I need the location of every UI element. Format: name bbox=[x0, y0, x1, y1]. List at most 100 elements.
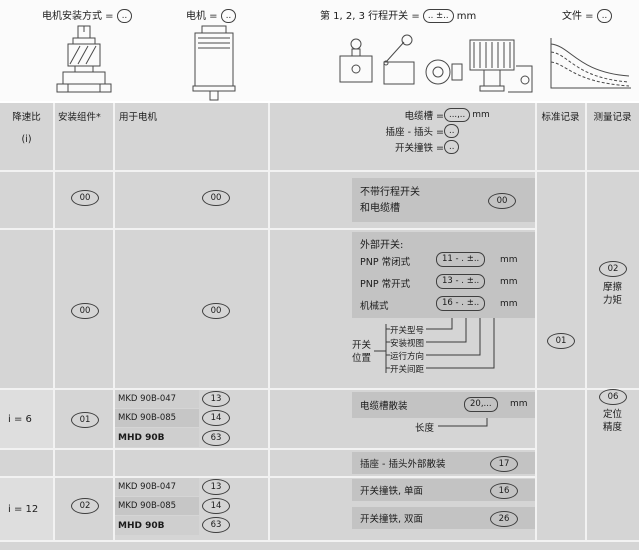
motor-name: MKD 90B-047 bbox=[118, 394, 177, 404]
no-switch-code: 00 bbox=[488, 193, 516, 209]
socket-bulk-box: 插座 - 插头外部散装 17 bbox=[352, 452, 535, 474]
striker-double-code: 26 bbox=[490, 511, 518, 527]
grid-line bbox=[0, 170, 639, 172]
ratio-i6-label: i = 6 bbox=[8, 413, 32, 425]
grid-line bbox=[0, 448, 535, 450]
ratio-column-header: 降速比 bbox=[12, 112, 41, 123]
motor-cell-i6-2: MKD 90B-085 bbox=[115, 409, 199, 427]
motor-code-i6-3: 63 bbox=[202, 430, 230, 446]
motor-cell-i12-2: MKD 90B-085 bbox=[115, 497, 199, 515]
motor-name: MKD 90B-085 bbox=[118, 501, 177, 511]
motor-name: MKD 90B-047 bbox=[118, 482, 177, 492]
external-switch-title: 外部开关: bbox=[360, 240, 404, 251]
socket-plug-value: .. bbox=[444, 124, 460, 138]
travel-switch-label: 第 1, 2, 3 行程开关 = bbox=[320, 11, 420, 22]
pnp-no-value: 13 - . ±.. bbox=[436, 274, 486, 289]
grid-line bbox=[0, 476, 535, 478]
positioning-accuracy-code: 06 bbox=[599, 389, 627, 405]
cable-bulk-unit: mm bbox=[510, 399, 528, 409]
positioning-accuracy-line2: 精度 bbox=[602, 422, 622, 433]
top-band bbox=[0, 0, 639, 103]
mechanical-unit: mm bbox=[500, 299, 518, 309]
mount-type-label: 电机安装方式 = bbox=[42, 11, 114, 22]
ratio-column-header-sub: (i) bbox=[21, 134, 32, 145]
cable-duct-label: 电缆槽 = bbox=[404, 111, 444, 122]
motor-name: MHD 90B bbox=[118, 520, 165, 531]
grid-line bbox=[268, 103, 270, 540]
socket-plug-header-row: 插座 - 插头 = .. bbox=[352, 123, 535, 139]
grid-line bbox=[0, 388, 639, 390]
external-switch-box: 外部开关: PNP 常闭式 11 - . ±.. mm PNP 常开式 13 -… bbox=[352, 232, 535, 318]
motor-label: 电机 = bbox=[186, 11, 218, 22]
motor-code-no-switch: 00 bbox=[202, 190, 230, 206]
striker-single-code: 16 bbox=[490, 483, 518, 499]
motor-drawing bbox=[192, 25, 236, 101]
assembly-code-i12: 02 bbox=[71, 498, 99, 514]
position-item-model: 开关型号 bbox=[390, 326, 425, 336]
no-switch-box: 不带行程开关 和电缆槽 00 bbox=[352, 178, 535, 222]
position-item-view: 安装视图 bbox=[390, 339, 425, 349]
grid-line bbox=[585, 103, 587, 540]
switch-position-line1: 开关 bbox=[352, 340, 372, 351]
pnp-nc-label: PNP 常闭式 bbox=[360, 257, 411, 268]
pnp-nc-value: 11 - . ±.. bbox=[436, 252, 486, 267]
friction-torque-line1: 摩擦 bbox=[602, 282, 622, 293]
motor-code-i6-1: 13 bbox=[202, 391, 230, 407]
motor-cell-i6-3: MHD 90B bbox=[115, 428, 199, 447]
striker-value: .. bbox=[444, 140, 460, 154]
cable-bulk-value: 20,... bbox=[464, 397, 498, 412]
socket-bulk-label: 插座 - 插头外部散装 bbox=[360, 459, 446, 470]
standard-record-code: 01 bbox=[547, 333, 575, 349]
document-chart-drawing bbox=[550, 38, 631, 89]
mechanical-value: 16 - . ±.. bbox=[436, 296, 486, 311]
motor-code-i6-2: 14 bbox=[202, 410, 230, 426]
assembly-code-no-switch: 00 bbox=[71, 190, 99, 206]
socket-plug-label: 插座 - 插头 = bbox=[385, 127, 444, 138]
mount-flange-drawing bbox=[56, 25, 112, 93]
motor-column-header: 用于电机 bbox=[119, 112, 158, 123]
pnp-no-unit: mm bbox=[500, 277, 518, 287]
cable-bulk-label: 电缆槽散装 bbox=[360, 401, 408, 412]
standard-record-header: 标准记录 bbox=[541, 112, 580, 123]
travel-switch-unit: mm bbox=[456, 11, 477, 22]
switch-position-line2: 位置 bbox=[352, 353, 372, 364]
ratio-cell-i12: i = 12 bbox=[0, 478, 53, 540]
grid-line bbox=[0, 540, 639, 542]
cable-duct-header-row: 电缆槽 = ...,.. mm bbox=[352, 107, 535, 123]
friction-torque-code: 02 bbox=[599, 261, 627, 277]
motor-name: MKD 90B-085 bbox=[118, 413, 177, 423]
striker-double-label: 开关撞铁, 双面 bbox=[360, 514, 424, 525]
travel-switch-value: .. ±.. bbox=[422, 9, 454, 23]
socket-bulk-code: 17 bbox=[490, 456, 518, 472]
mount-type-header: 电机安装方式 = .. bbox=[42, 7, 133, 23]
motor-value: .. bbox=[220, 9, 237, 23]
document-header: 文件 = .. bbox=[562, 7, 613, 23]
positioning-accuracy-line1: 定位 bbox=[602, 409, 622, 420]
document-label: 文件 = bbox=[562, 11, 594, 22]
no-switch-line1: 不带行程开关 bbox=[360, 187, 420, 198]
motor-code-i12-1: 13 bbox=[202, 479, 230, 495]
grid-line bbox=[113, 103, 115, 540]
motor-code-i12-3: 63 bbox=[202, 517, 230, 533]
motor-cell-i12-1: MKD 90B-047 bbox=[115, 478, 199, 496]
motor-cell-i6-1: MKD 90B-047 bbox=[115, 390, 199, 408]
grid-line bbox=[535, 103, 537, 540]
cable-header-block: 电缆槽 = ...,.. mm 插座 - 插头 = .. 开关撞铁 = .. bbox=[352, 107, 535, 155]
no-switch-line2: 和电缆槽 bbox=[360, 203, 400, 214]
mount-type-value: .. bbox=[116, 9, 133, 23]
ratio-cell-i6: i = 6 bbox=[0, 390, 53, 448]
motor-code-external: 00 bbox=[202, 303, 230, 319]
striker-header-row: 开关撞铁 = .. bbox=[352, 139, 535, 155]
striker-double-box: 开关撞铁, 双面 26 bbox=[352, 507, 535, 529]
length-label: 长度 bbox=[415, 423, 435, 434]
motor-code-i12-2: 14 bbox=[202, 498, 230, 514]
striker-single-box: 开关撞铁, 单面 16 bbox=[352, 479, 535, 501]
grid-line bbox=[53, 103, 55, 540]
striker-single-label: 开关撞铁, 单面 bbox=[360, 486, 424, 497]
mechanical-label: 机械式 bbox=[360, 301, 389, 312]
cable-duct-unit: mm bbox=[472, 110, 490, 120]
document-value: .. bbox=[596, 9, 613, 23]
assembly-code-i6: 01 bbox=[71, 412, 99, 428]
striker-label: 开关撞铁 = bbox=[395, 143, 444, 154]
travel-switch-header: 第 1, 2, 3 行程开关 = .. ±.. mm bbox=[320, 7, 476, 23]
